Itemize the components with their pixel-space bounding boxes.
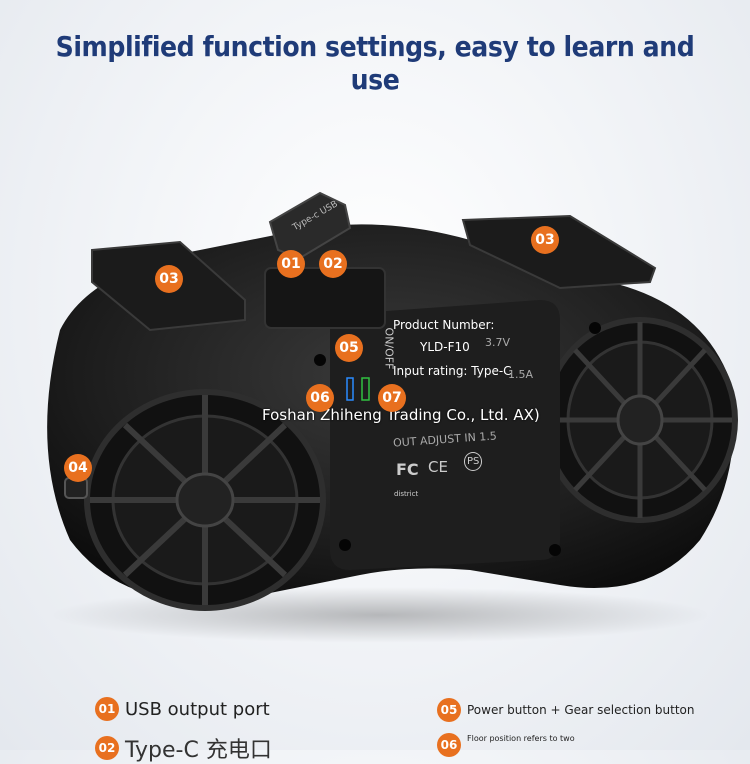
badge-03-right: 03: [531, 226, 559, 254]
ce-mark: CE: [428, 458, 448, 476]
badge-07: 07: [378, 384, 406, 412]
product-number-value: YLD-F10: [420, 340, 470, 354]
page-headline: Simplified function settings, easy to le…: [55, 30, 695, 96]
legend-badge-06: 06: [437, 733, 461, 757]
badge-02: 02: [319, 250, 347, 278]
input-rating: Input rating: Type-C: [393, 364, 512, 378]
badge-06: 06: [306, 384, 334, 412]
legend-item-02: 02 Type-C 充电口: [95, 732, 272, 764]
right-clip: [461, 214, 657, 290]
legend-text-06: Floor position refers to two: [467, 733, 575, 743]
usb-port-block: [264, 267, 386, 329]
legend-item-01: 01 USB output port: [95, 697, 270, 721]
badge-05: 05: [335, 334, 363, 362]
legend-badge-05: 05: [437, 698, 461, 722]
company-overlay: Foshan Zhiheng Trading Co., Ltd. AX): [262, 406, 540, 424]
legend-badge-02: 02: [95, 736, 119, 760]
legend-item-06: 06 Floor position refers to two: [437, 733, 575, 757]
voltage-fragment: 3.7V: [485, 336, 511, 349]
badge-01: 01: [277, 250, 305, 278]
legend-item-05: 05 Power button + Gear selection button: [437, 698, 694, 722]
usb-cap: [268, 191, 352, 260]
label-panel: [330, 300, 560, 570]
legend-text-02: Type-C 充电口: [125, 738, 272, 763]
legend-badge-01: 01: [95, 697, 119, 721]
product-number-title: Product Number:: [393, 318, 495, 332]
legend-text-01: USB output port: [125, 698, 270, 720]
badge-03-left: 03: [155, 265, 183, 293]
legend-text-05: Power button + Gear selection button: [467, 703, 695, 717]
badge-04: 04: [64, 454, 92, 482]
ps-mark: PS: [464, 452, 483, 471]
current-fragment: 1.5A: [508, 368, 534, 381]
fc-mark: FC: [396, 460, 419, 479]
district-text: district: [394, 490, 419, 498]
